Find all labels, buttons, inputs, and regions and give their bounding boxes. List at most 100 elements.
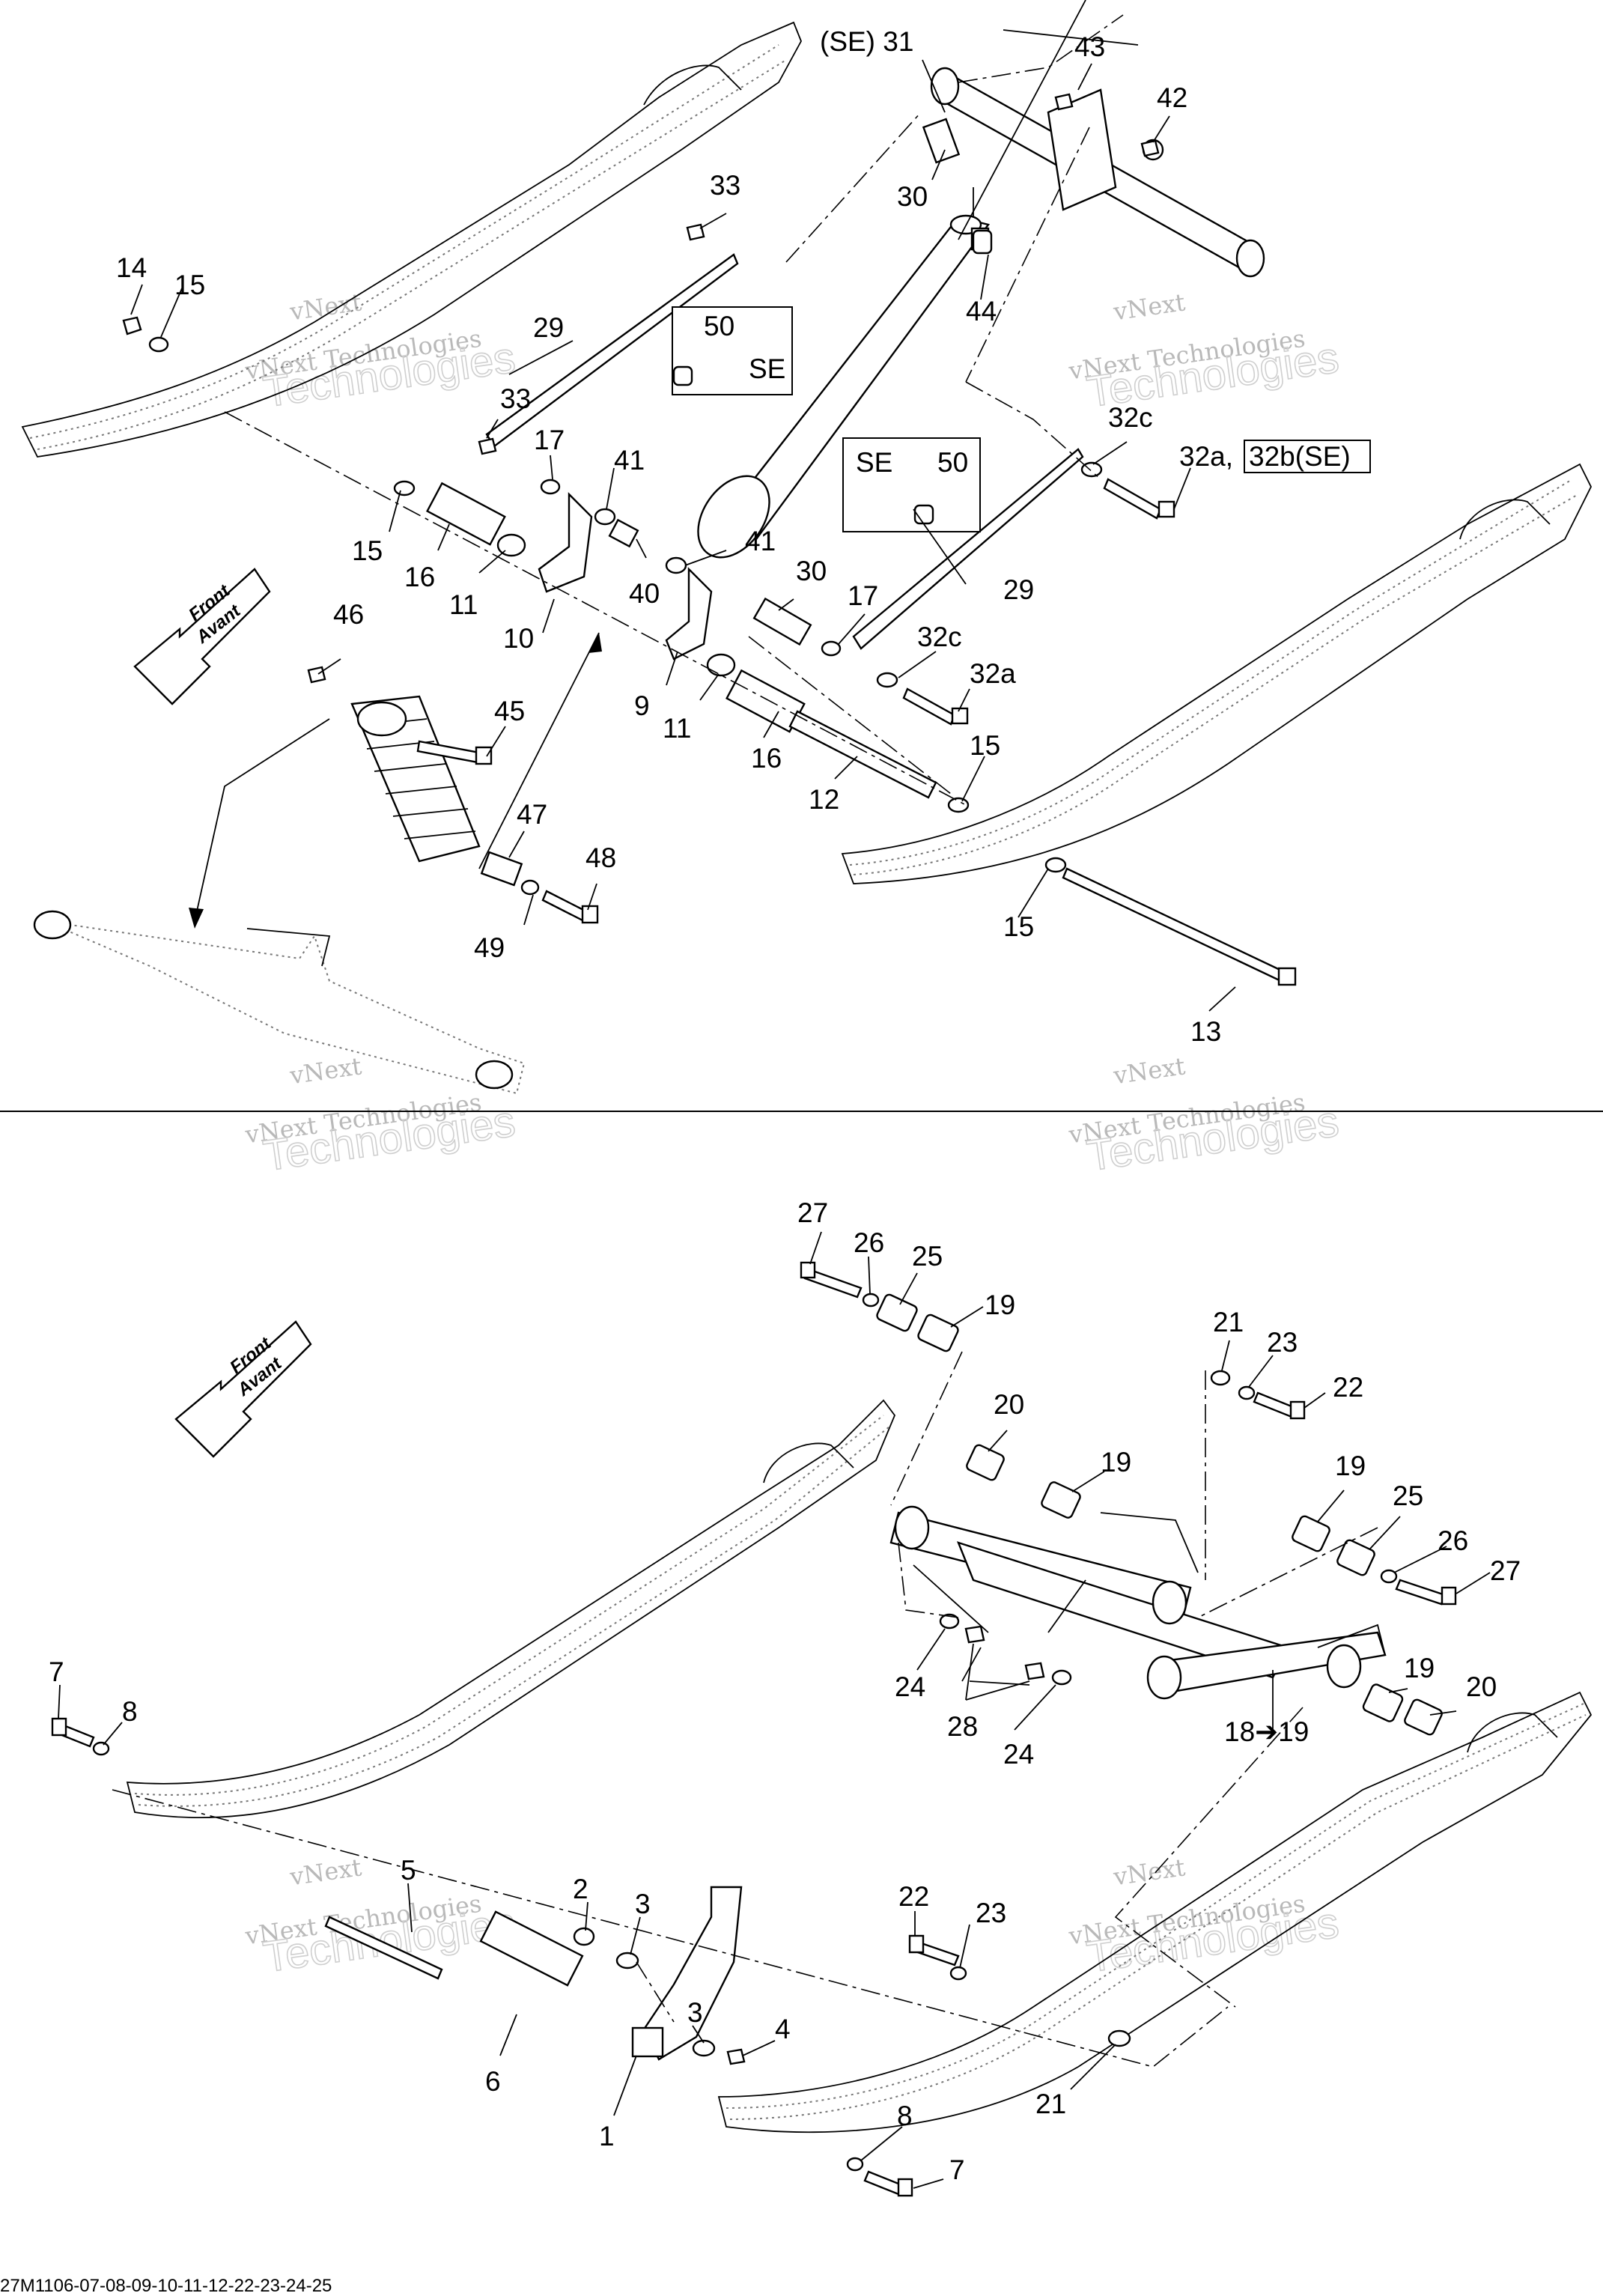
- label-19: 19: [985, 1290, 1015, 1320]
- label-40: 40: [629, 578, 660, 609]
- label-29: 29: [533, 312, 564, 343]
- label-11: 11: [449, 589, 478, 620]
- label-32a: 32a: [970, 658, 1016, 689]
- label-33: 33: [500, 383, 531, 414]
- hardware-bottom: [51, 1261, 1457, 2197]
- label-15: 15: [352, 535, 383, 566]
- label-46: 46: [333, 599, 364, 630]
- label-45: 45: [494, 696, 525, 726]
- label-5: 5: [401, 1855, 416, 1886]
- assembly-lines-bottom: [112, 1351, 1378, 2068]
- svg-text:SE: SE: [749, 353, 785, 384]
- label-30: 30: [897, 181, 928, 212]
- label-44: 44: [966, 296, 997, 327]
- label-14: 14: [116, 252, 147, 283]
- upper-cross-shaft: [930, 67, 1265, 278]
- watermark: vNext vNext Technologies Technologies: [243, 1051, 518, 1181]
- label-13: 13: [1190, 1016, 1221, 1047]
- svg-text:SE: SE: [856, 447, 892, 478]
- rail-left-bottom: [126, 1399, 896, 1818]
- flow-arrows: [189, 632, 602, 929]
- label-30: 30: [796, 556, 827, 586]
- label-49: 49: [474, 932, 505, 963]
- label-12: 12: [809, 784, 839, 815]
- label-29: 29: [1003, 574, 1034, 605]
- front-arrow-icon: Front Avant: [174, 1320, 312, 1458]
- label-3: 3: [635, 1889, 651, 1919]
- label-32c: 32c: [1108, 402, 1153, 433]
- label-27: 27: [797, 1197, 828, 1228]
- label-32b-se: 32b(SE): [1249, 441, 1351, 472]
- label-25: 25: [1393, 1480, 1423, 1511]
- svg-text:vNext: vNext: [288, 288, 363, 326]
- callout-labels: (SE) 31 43 42 30 33 14 15 44 29 33 17 41…: [49, 26, 1521, 2185]
- label-15: 15: [174, 270, 205, 300]
- svg-text:vNext: vNext: [1111, 288, 1187, 326]
- label-17: 17: [534, 425, 565, 455]
- label-15: 15: [1003, 911, 1034, 942]
- watermark: vNext vNext Technologies Technologies: [1066, 288, 1342, 417]
- watermark: vNext vNext Technologies Technologies: [243, 1853, 518, 1982]
- label-15: 15: [970, 730, 1000, 761]
- part-32b-box: [1244, 440, 1371, 473]
- label-24: 24: [1003, 1739, 1034, 1770]
- label-48: 48: [585, 842, 616, 873]
- label-41: 41: [614, 445, 645, 476]
- label-7: 7: [49, 1656, 64, 1687]
- svg-text:vNext: vNext: [1111, 1051, 1187, 1090]
- label-6: 6: [485, 2066, 501, 2097]
- suspension-preview: [33, 910, 526, 1095]
- label-11: 11: [663, 713, 691, 744]
- label-21: 21: [1213, 1307, 1244, 1337]
- label-10: 10: [503, 623, 534, 654]
- center-shock-absorber: [697, 187, 991, 559]
- assembly-lines-top: [224, 0, 1139, 806]
- reference-code: 27M1106-07-08-09-10-11-12-22-23-24-25: [0, 2276, 332, 2296]
- label-31: (SE) 31: [820, 26, 913, 57]
- label-19: 19: [1335, 1451, 1366, 1481]
- label-43: 43: [1074, 31, 1105, 62]
- svg-text:50: 50: [937, 447, 968, 478]
- label-3: 3: [687, 1997, 703, 2028]
- se-box-upper: 50 SE: [672, 306, 793, 395]
- rail-right-top: [841, 463, 1593, 884]
- label-24: 24: [895, 1671, 925, 1702]
- svg-text:vNext: vNext: [288, 1051, 363, 1090]
- label-22: 22: [898, 1881, 929, 1912]
- label-22: 22: [1333, 1372, 1363, 1403]
- label-19: 19: [1404, 1653, 1435, 1683]
- label-25: 25: [912, 1241, 943, 1272]
- watermark: vNext vNext Technologies Technologies: [1066, 1051, 1342, 1181]
- watermark: vNext vNext Technologies Technologies: [243, 288, 518, 417]
- label-8: 8: [122, 1696, 138, 1727]
- label-2: 2: [573, 1874, 588, 1904]
- leader-lines: [58, 59, 1491, 2189]
- label-20: 20: [994, 1389, 1024, 1420]
- label-7: 7: [949, 2154, 965, 2185]
- bumper-bracket: [631, 1886, 743, 2061]
- label-42: 42: [1157, 82, 1187, 113]
- label-23: 23: [1267, 1327, 1298, 1358]
- label-16: 16: [404, 562, 435, 592]
- label-8: 8: [897, 2101, 913, 2131]
- label-28: 28: [947, 1711, 978, 1742]
- label-21: 21: [1035, 2089, 1066, 2119]
- label-1: 1: [599, 2121, 615, 2151]
- label-18-19: 18➔19: [1224, 1716, 1309, 1747]
- label-32c: 32c: [917, 622, 962, 652]
- rear-shock-spring: [350, 695, 481, 863]
- label-27: 27: [1490, 1555, 1521, 1586]
- label-47: 47: [517, 799, 547, 830]
- label-16: 16: [751, 743, 782, 774]
- label-9: 9: [634, 690, 650, 721]
- front-arrow-icon: Front Avant: [133, 568, 271, 705]
- se-box-lower: SE 50: [842, 437, 981, 532]
- svg-text:vNext: vNext: [288, 1853, 363, 1891]
- hardware-top: [122, 93, 1297, 986]
- label-41: 41: [745, 526, 776, 556]
- label-19: 19: [1101, 1447, 1131, 1477]
- rear-arm-assembly: [889, 1505, 1387, 1700]
- rail-left-top: [21, 21, 802, 458]
- svg-text:vNext: vNext: [1111, 1853, 1187, 1891]
